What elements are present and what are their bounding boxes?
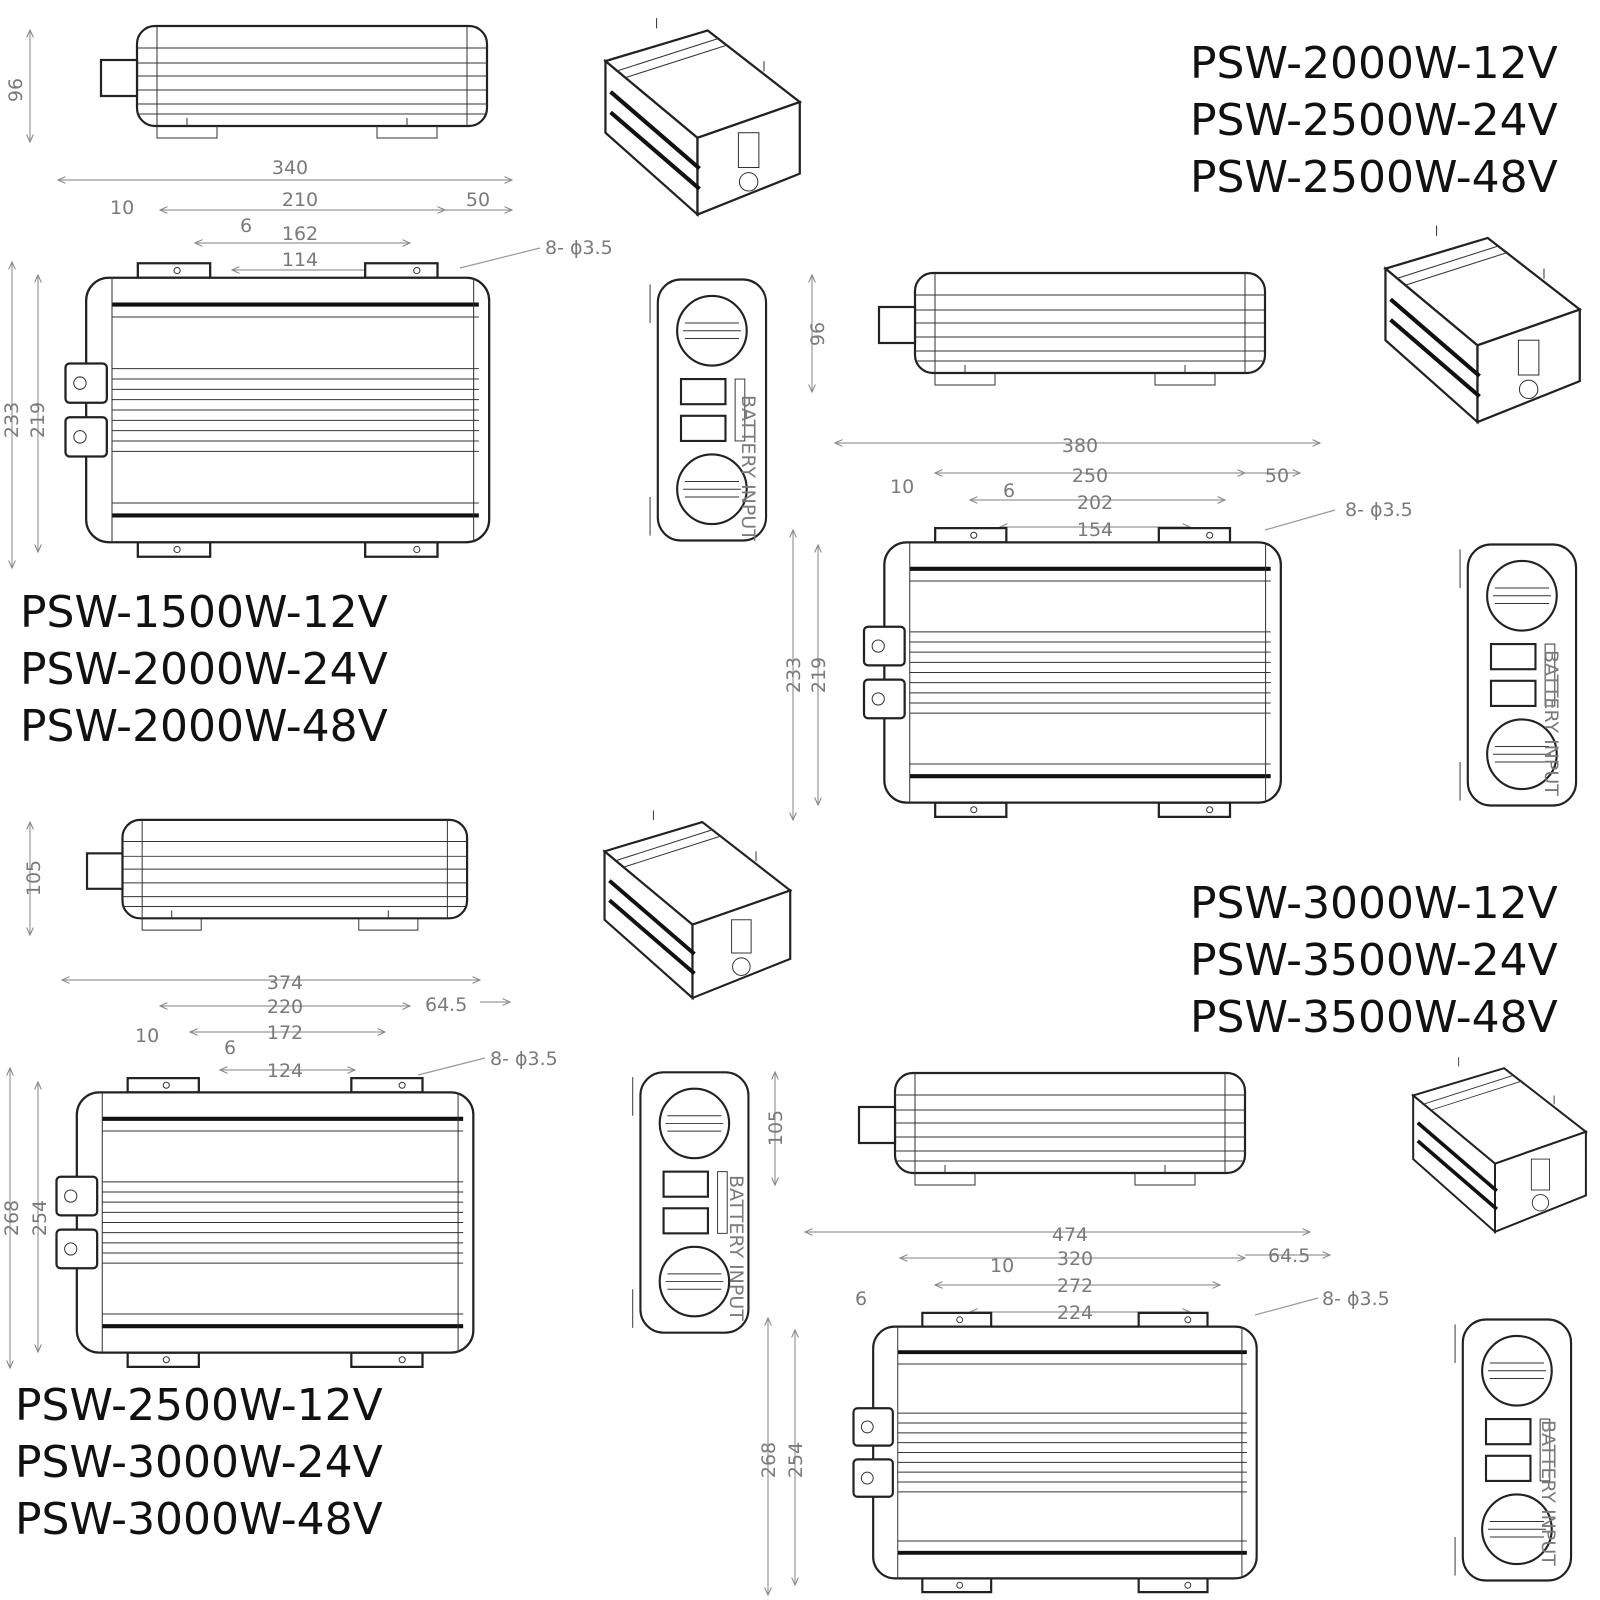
g2-width-inner-dim: 219 bbox=[808, 657, 830, 693]
g2-length-dim: 380 bbox=[1062, 435, 1098, 457]
g1-holes-inner-dim: 114 bbox=[282, 249, 318, 271]
group-3-drawings: 105 374 64.5 220 10 172 6 124 8- ϕ3.5 26… bbox=[1, 810, 790, 1545]
g2-battery-input-label: BATTERY INPUT bbox=[1540, 650, 1562, 796]
g3-hole-spec: 8- ϕ3.5 bbox=[490, 1048, 558, 1070]
g1-model-3: PSW-2000W-48V bbox=[20, 701, 388, 752]
g4-plan-view bbox=[854, 1313, 1257, 1592]
g2-model-2: PSW-2500W-24V bbox=[1190, 95, 1558, 146]
g2-height-dim: 96 bbox=[807, 322, 829, 346]
g3-side-view bbox=[85, 818, 469, 932]
g3-width-outer-dim: 268 bbox=[1, 1200, 23, 1236]
g4-iso-view bbox=[1413, 1057, 1586, 1232]
g2-offset-left-dim: 10 bbox=[890, 476, 914, 498]
g4-side-view bbox=[857, 1071, 1247, 1187]
g3-model-2: PSW-3000W-24V bbox=[15, 1437, 383, 1488]
g1-iso-view bbox=[605, 18, 799, 214]
g3-offset-right-dim: 64.5 bbox=[425, 994, 467, 1016]
g3-model-1: PSW-2500W-12V bbox=[15, 1380, 383, 1431]
g2-slot-gap-dim: 6 bbox=[1003, 480, 1015, 502]
g1-offset-right-dim: 50 bbox=[466, 189, 490, 211]
g3-holes-outer-dim: 220 bbox=[267, 996, 303, 1018]
g4-hole-spec: 8- ϕ3.5 bbox=[1322, 1288, 1390, 1310]
g1-length-dim: 340 bbox=[272, 157, 308, 179]
g4-model-3: PSW-3500W-48V bbox=[1190, 992, 1558, 1043]
g1-side-view bbox=[99, 24, 489, 140]
g4-slot-gap-dim: 6 bbox=[855, 1288, 867, 1310]
g2-holes-outer-dim: 250 bbox=[1072, 465, 1108, 487]
g3-width-inner-dim: 254 bbox=[29, 1200, 51, 1236]
g2-model-3: PSW-2500W-48V bbox=[1190, 152, 1558, 203]
g1-plan-view bbox=[66, 263, 490, 556]
g4-width-inner-dim: 254 bbox=[785, 1442, 807, 1478]
g1-width-outer-dim: 233 bbox=[1, 402, 23, 438]
g2-side-view bbox=[877, 271, 1267, 387]
g4-offset-right-dim: 64.5 bbox=[1268, 1245, 1310, 1267]
g4-holes-mid-dim: 272 bbox=[1057, 1275, 1093, 1297]
g1-holes-outer-dim: 210 bbox=[282, 189, 318, 211]
g1-battery-input-label: BATTERY INPUT bbox=[737, 395, 759, 541]
g2-holes-mid-dim: 202 bbox=[1077, 492, 1113, 514]
group-1-drawings: 96 340 210 50 10 6 162 114 8- ϕ3.5 233 2… bbox=[1, 18, 800, 752]
g3-iso-view bbox=[605, 810, 791, 998]
g2-model-1: PSW-2000W-12V bbox=[1190, 38, 1558, 89]
g3-length-dim: 374 bbox=[267, 972, 303, 994]
g1-holes-mid-dim: 162 bbox=[282, 223, 318, 245]
g1-height-dim: 96 bbox=[5, 78, 27, 102]
g4-height-dim: 105 bbox=[765, 1110, 787, 1146]
g1-width-inner-dim: 219 bbox=[27, 402, 49, 438]
g3-plan-view bbox=[57, 1078, 474, 1367]
g3-offset-left-dim: 10 bbox=[135, 1025, 159, 1047]
g2-width-outer-dim: 233 bbox=[783, 657, 805, 693]
g3-holes-inner-dim: 124 bbox=[267, 1060, 303, 1082]
g4-model-2: PSW-3500W-24V bbox=[1190, 935, 1558, 986]
g2-offset-right-dim: 50 bbox=[1265, 465, 1289, 487]
g4-length-dim: 474 bbox=[1052, 1224, 1088, 1246]
group-4-drawings: PSW-3000W-12V PSW-3500W-24V PSW-3500W-48… bbox=[758, 878, 1586, 1595]
g2-holes-inner-dim: 154 bbox=[1077, 519, 1113, 541]
g3-battery-input-label: BATTERY INPUT bbox=[725, 1175, 747, 1321]
g3-holes-mid-dim: 172 bbox=[267, 1022, 303, 1044]
g3-slot-gap-dim: 6 bbox=[224, 1037, 236, 1059]
g1-hole-spec: 8- ϕ3.5 bbox=[545, 237, 613, 259]
g2-hole-spec: 8- ϕ3.5 bbox=[1345, 499, 1413, 521]
g3-model-3: PSW-3000W-48V bbox=[15, 1494, 383, 1545]
g1-model-2: PSW-2000W-24V bbox=[20, 644, 388, 695]
g4-model-1: PSW-3000W-12V bbox=[1190, 878, 1558, 929]
g4-offset-left-dim: 10 bbox=[990, 1255, 1014, 1277]
g4-holes-outer-dim: 320 bbox=[1057, 1248, 1093, 1270]
g3-height-dim: 105 bbox=[23, 860, 45, 896]
g4-width-outer-dim: 268 bbox=[758, 1442, 780, 1478]
g1-slot-gap-dim: 6 bbox=[240, 215, 252, 237]
group-2-drawings: PSW-2000W-12V PSW-2500W-24V PSW-2500W-48… bbox=[783, 38, 1580, 820]
g4-battery-input-label: BATTERY INPUT bbox=[1537, 1420, 1559, 1566]
g1-model-1: PSW-1500W-12V bbox=[20, 587, 388, 638]
g2-iso-view bbox=[1385, 226, 1579, 422]
g1-offset-left-dim: 10 bbox=[110, 197, 134, 219]
g2-plan-view bbox=[864, 528, 1281, 817]
g4-holes-inner-dim: 224 bbox=[1057, 1302, 1093, 1324]
